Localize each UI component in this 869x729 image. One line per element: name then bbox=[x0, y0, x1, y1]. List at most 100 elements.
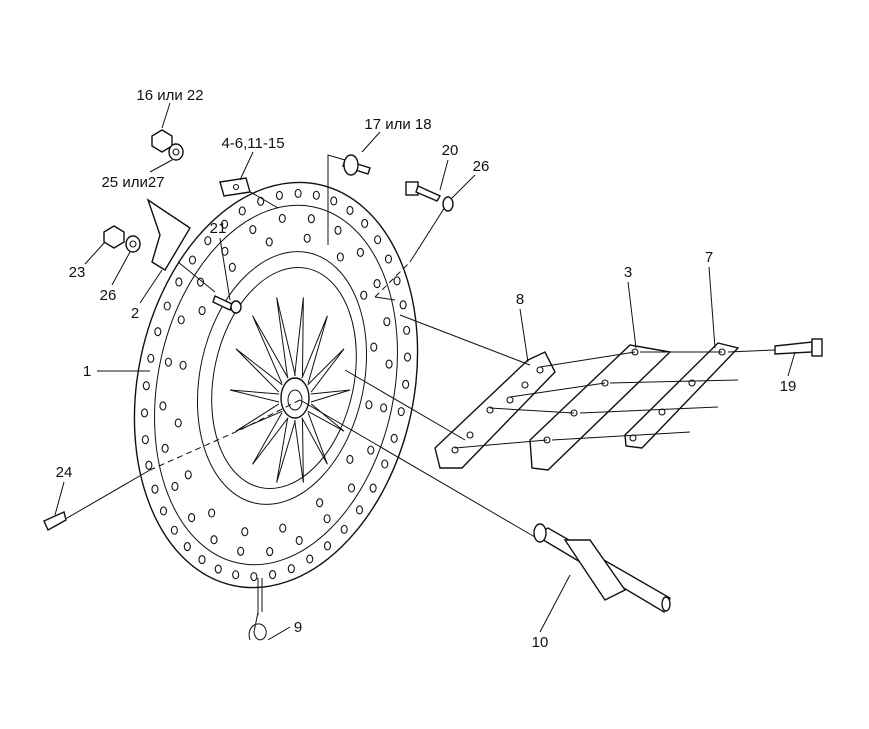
disc-hole bbox=[383, 317, 391, 327]
shaft-10 bbox=[533, 523, 671, 614]
disc-hole bbox=[214, 564, 222, 574]
hub-spoke bbox=[294, 418, 304, 483]
label-3: 3 bbox=[624, 264, 632, 281]
disc-hole bbox=[361, 218, 369, 228]
disc-hole bbox=[330, 196, 338, 206]
label-25-27: 25 или27 bbox=[101, 174, 164, 191]
label-24: 24 bbox=[56, 464, 73, 481]
disc-hole bbox=[360, 290, 368, 300]
disc-hole bbox=[151, 484, 159, 494]
disc-hole bbox=[346, 454, 354, 464]
disc-hole bbox=[336, 252, 344, 262]
disc-hole bbox=[188, 255, 197, 265]
disc-hole bbox=[374, 235, 382, 245]
disc-hole bbox=[145, 460, 153, 470]
disc-hole bbox=[380, 403, 388, 413]
disc-hole bbox=[279, 523, 287, 533]
disc-hole bbox=[306, 554, 314, 564]
hub-spoke bbox=[301, 412, 328, 465]
part-labels: 16 или 22 25 или27 4-6,11-15 17 или 18 2… bbox=[56, 87, 797, 651]
assembly-lines bbox=[54, 154, 776, 541]
disc-hole bbox=[347, 483, 356, 493]
disc-hole bbox=[161, 443, 169, 453]
disc-hole bbox=[154, 327, 162, 337]
disc-hole bbox=[249, 225, 257, 235]
disc-hole bbox=[170, 525, 178, 535]
disc-hole bbox=[381, 459, 389, 469]
disc-hole bbox=[370, 342, 378, 352]
disc-hole bbox=[241, 527, 249, 537]
disc-hole bbox=[228, 262, 236, 272]
hub-spoke bbox=[235, 403, 283, 432]
label-7: 7 bbox=[705, 249, 713, 266]
disc-hole bbox=[163, 301, 171, 311]
disc-hole bbox=[346, 205, 354, 215]
disc-hole bbox=[316, 498, 324, 508]
disc-hole bbox=[177, 315, 185, 325]
disc-hole bbox=[385, 359, 393, 369]
disc-hole bbox=[403, 325, 411, 335]
disc-hole bbox=[367, 445, 375, 455]
label-17-18: 17 или 18 bbox=[364, 116, 431, 133]
disc-hole bbox=[393, 276, 401, 286]
disc-hole bbox=[287, 564, 295, 574]
disc-hole bbox=[403, 352, 412, 362]
label-1: 1 bbox=[83, 363, 91, 380]
disc-hole bbox=[174, 418, 182, 428]
disc-hole bbox=[237, 546, 245, 556]
hub-spoke bbox=[276, 297, 296, 378]
hub-spoke bbox=[294, 297, 304, 378]
disc-hole bbox=[323, 541, 332, 551]
bolt-19 bbox=[774, 338, 823, 357]
disc-hole bbox=[198, 555, 206, 565]
disc-hole bbox=[159, 506, 168, 516]
label-26-left: 26 bbox=[100, 287, 117, 304]
disc-hole bbox=[210, 535, 218, 545]
disc-hole bbox=[312, 190, 320, 200]
label-4-15: 4-6,11-15 bbox=[221, 135, 284, 152]
disc-hole bbox=[175, 277, 183, 287]
disc-hole bbox=[402, 379, 410, 389]
disc-hole bbox=[184, 470, 192, 480]
disc-hole bbox=[340, 524, 348, 534]
disc-hole bbox=[159, 401, 167, 411]
disc-hole bbox=[250, 572, 258, 582]
label-10: 10 bbox=[532, 634, 549, 651]
disc-hole bbox=[266, 546, 274, 557]
label-8: 8 bbox=[516, 291, 524, 308]
hardware-parts bbox=[43, 129, 454, 641]
label-23: 23 bbox=[69, 264, 86, 281]
label-26-top: 26 bbox=[473, 158, 490, 175]
disc-hole bbox=[278, 213, 286, 224]
hub-spoke bbox=[229, 389, 280, 403]
disc-hole bbox=[183, 542, 191, 552]
hub-spoke bbox=[252, 412, 289, 465]
disc-hole bbox=[232, 570, 240, 580]
disc-hole bbox=[356, 247, 364, 257]
hub-spoke bbox=[235, 348, 283, 393]
disc-hole bbox=[142, 381, 150, 391]
hub-spoke bbox=[276, 418, 296, 483]
disc-hole bbox=[171, 481, 179, 491]
disc-hole bbox=[307, 214, 315, 224]
leader-lines bbox=[54, 102, 796, 641]
hub-spoke bbox=[307, 348, 345, 393]
disc-hole bbox=[188, 513, 196, 523]
disc-hole bbox=[295, 535, 303, 545]
label-2: 2 bbox=[131, 305, 139, 322]
disc-hole bbox=[164, 357, 172, 367]
disc-hole bbox=[399, 300, 407, 310]
disc-hole bbox=[365, 400, 373, 410]
hub-spoke bbox=[252, 315, 289, 384]
disc-hole bbox=[265, 237, 273, 247]
disc-hole bbox=[204, 236, 212, 246]
disc-hole bbox=[373, 279, 381, 289]
label-21: 21 bbox=[210, 220, 227, 237]
hub-spoke bbox=[310, 389, 351, 403]
disc-hole bbox=[208, 508, 216, 518]
disc-hole bbox=[384, 254, 393, 264]
disc-hole bbox=[369, 483, 377, 493]
hub-spoke bbox=[301, 315, 328, 384]
